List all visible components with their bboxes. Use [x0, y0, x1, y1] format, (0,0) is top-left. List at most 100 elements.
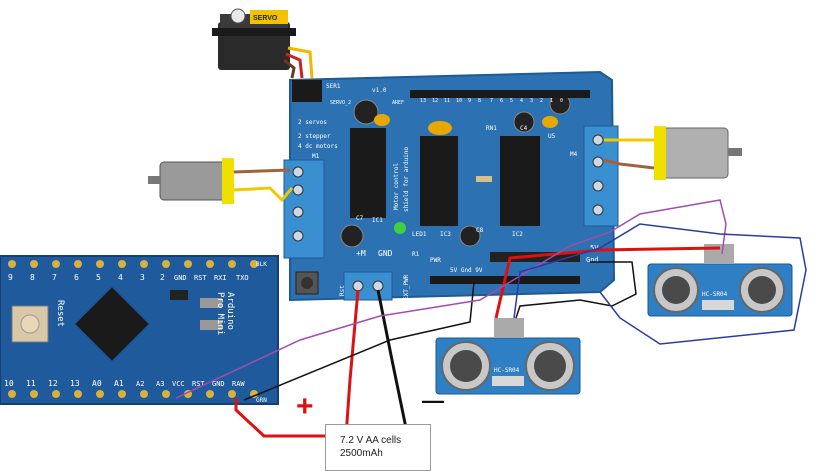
arduino-pin-9: 9: [8, 273, 13, 282]
sensor-echo-wire: [513, 223, 807, 345]
left-motor-wire-b: [233, 186, 294, 203]
battery-note: 7.2 V AA cells 2500mAh: [325, 424, 431, 471]
battery-note-line2: 2500mAh: [340, 448, 383, 459]
shield-header-0: 0: [560, 98, 563, 104]
battery-plus-sign: +: [296, 390, 314, 423]
arduino-pin-13: 13: [70, 379, 80, 388]
servo-signal-wire: [287, 46, 314, 79]
ultrasonic-sensor-1: HC-SR04: [435, 318, 581, 395]
arduino-pin-vcc: VCC: [172, 380, 185, 388]
shield-aref: AREF: [392, 100, 404, 106]
arduino-reset: Reset: [55, 300, 65, 327]
arduino-pin-rst2: RST: [192, 380, 205, 388]
shield-ic3: IC3: [440, 231, 451, 238]
shield-header-4: 4: [520, 98, 523, 104]
arduino-pin-12: 12: [48, 379, 58, 388]
shield-rst-label: Rst: [339, 285, 346, 296]
arduino-pin-7: 7: [52, 273, 57, 282]
arduino-brand: Arduino: [225, 292, 235, 330]
dc-motor-right: [654, 126, 742, 180]
shield-c8: C8: [476, 227, 484, 234]
shield-gnd2: Gnd: [586, 256, 599, 264]
arduino-model: Pro Mini: [215, 292, 225, 335]
shield-power-pins: 5V Gnd 9V: [450, 267, 483, 274]
arduino-pro-mini: 9 8 7 6 5 4 3 2 GND RST RXI TXO BLK 10 1…: [0, 255, 279, 405]
arduino-pin-8: 8: [30, 273, 35, 282]
sensor-1-label: HC-SR04: [494, 367, 520, 374]
shield-steppers: 2 stepper: [298, 133, 331, 140]
arduino-pin-gnd: GND: [174, 274, 187, 282]
shield-m1: M1: [312, 153, 320, 160]
arduino-pin-3: 3: [140, 273, 145, 282]
shield-shield-text: shield for arduino: [403, 147, 410, 212]
arduino-pin-a0: A0: [92, 379, 102, 388]
shield-servo2: SERVO_2: [330, 100, 351, 106]
shield-header-6: 6: [500, 98, 503, 104]
shield-header-3: 3: [530, 98, 533, 104]
battery-plus-wire: [234, 289, 360, 438]
shield-c7: C7: [356, 215, 364, 222]
shield-header-10: 10: [456, 98, 462, 104]
arduino-pin-10: 10: [4, 379, 14, 388]
shield-header-11: 11: [444, 98, 450, 104]
shield-ext-pwr: EXT_PWR: [403, 274, 410, 300]
dc-motor-left: [148, 158, 234, 204]
shield-led1: LED1: [412, 231, 427, 238]
shield-header-9: 9: [468, 98, 471, 104]
battery-minus-wire: [376, 289, 408, 429]
arduino-pin-rst: RST: [194, 274, 207, 282]
right-motor-wire-b: [603, 158, 655, 170]
servo-label: SERVO: [253, 15, 278, 22]
arduino-pin-a3: A3: [156, 380, 164, 388]
shield-header-13: 13: [420, 98, 426, 104]
shield-r1: R1: [412, 251, 420, 258]
arduino-pin-gnd2: GND: [212, 380, 225, 388]
arduino-pin-a1: A1: [114, 379, 124, 388]
arduino-pin-6: 6: [74, 273, 79, 282]
battery-minus-sign: —: [422, 388, 444, 413]
shield-ic2: IC2: [512, 231, 523, 238]
left-motor-wire-a: [233, 168, 291, 174]
shield-header-7: 7: [490, 98, 493, 104]
shield-m4: M4: [570, 151, 578, 158]
arduino-pin-4: 4: [118, 273, 123, 282]
sensor-2-label: HC-SR04: [702, 291, 728, 298]
shield-header-5: 5: [510, 98, 513, 104]
shield-header-12: 12: [432, 98, 438, 104]
ultrasonic-sensor-2: HC-SR04: [647, 244, 793, 317]
shield-u5: U5: [548, 133, 556, 140]
shield-header-1: 1: [550, 98, 553, 104]
shield-5v: 5V: [590, 244, 599, 252]
shield-motor-text: Motor control: [393, 163, 400, 210]
servo-ground-wire: [283, 58, 296, 79]
arduino-bottom-pin-holes: [8, 390, 258, 398]
shield-header-8: 8: [478, 98, 481, 104]
sensor-signal-wire: [175, 199, 727, 399]
arduino-pin-raw: RAW: [232, 380, 245, 388]
shield-pwr: PWR: [430, 257, 441, 264]
shield-ic1: IC1: [372, 217, 383, 224]
motor-shield: v1.0 SER1 SERVO_2 2 servos 2 stepper 4 d…: [283, 70, 619, 302]
shield-dc-motors: 4 dc motors: [298, 143, 338, 150]
shield-version: v1.0: [372, 87, 387, 94]
battery-note-line1: 7.2 V AA cells: [340, 435, 402, 446]
arduino-pin-txo: TXO: [236, 274, 249, 282]
servo-power-wire: [285, 52, 304, 79]
arduino-pin-11: 11: [26, 379, 36, 388]
arduino-pin-5: 5: [96, 273, 101, 282]
shield-plus-m: +M: [356, 249, 366, 258]
shield-servos: 2 servos: [298, 119, 327, 126]
arduino-pin-2: 2: [160, 273, 165, 282]
shield-rn1: RN1: [486, 125, 497, 132]
sensor-power-wire: [494, 246, 721, 319]
arduino-grn: GRN: [256, 397, 267, 404]
shield-c4: C4: [520, 125, 528, 132]
shield-gnd: GND: [378, 249, 393, 258]
arduino-top-pin-holes: [8, 260, 258, 268]
shield-ser1: SER1: [326, 83, 341, 90]
sensor-ground-wire: [515, 261, 637, 319]
servo-motor: SERVO: [212, 8, 296, 70]
arduino-blk: BLK: [256, 261, 267, 268]
arduino-pin-rxi: RXI: [214, 274, 227, 282]
